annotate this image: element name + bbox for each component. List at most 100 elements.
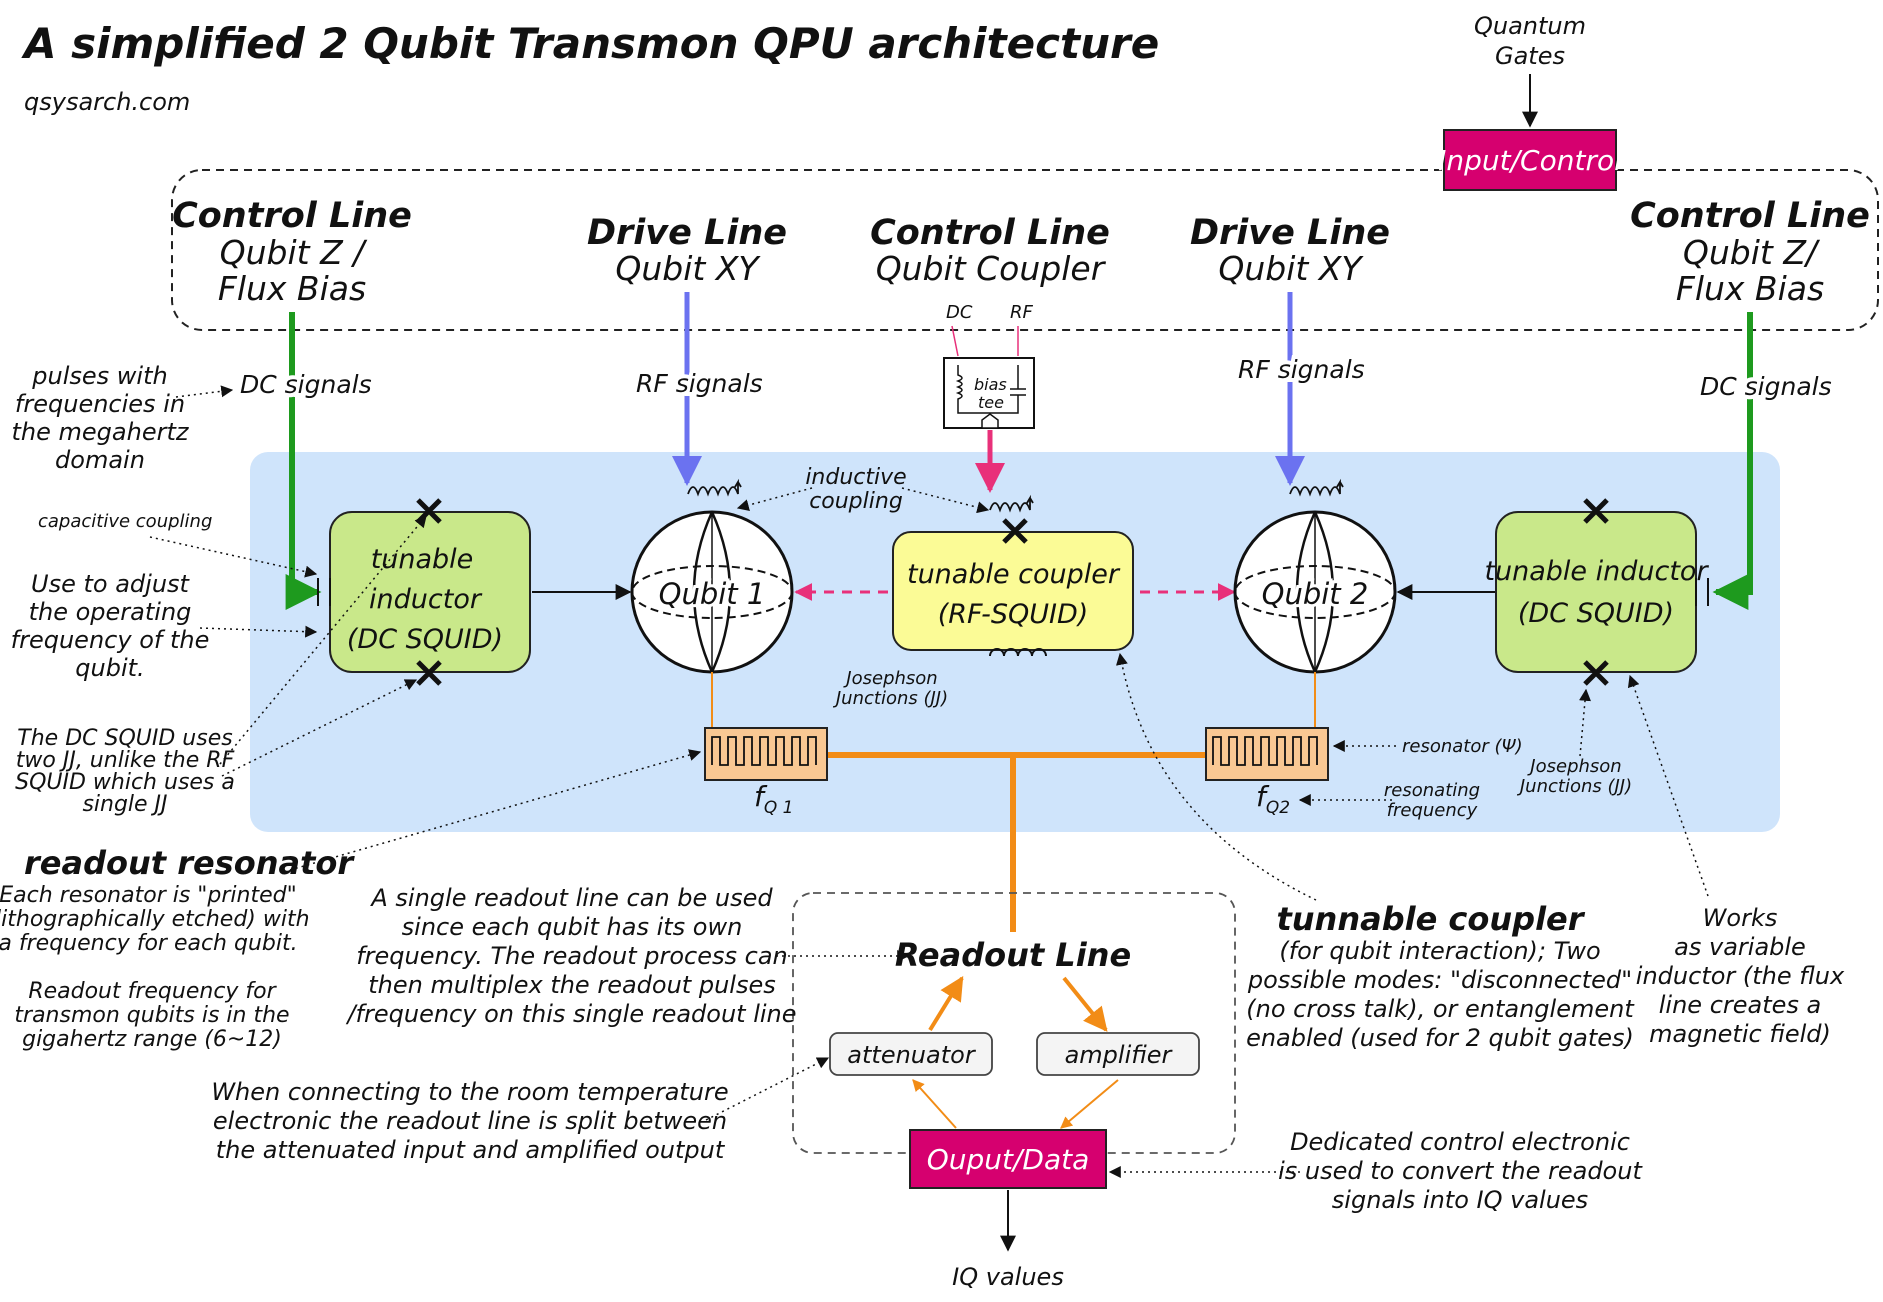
coupler-control-header-1: Qubit Coupler (876, 249, 1107, 288)
tunable-coupler-line2: (RF-SQUID) (938, 599, 1089, 630)
coupler-control-header-bold: Control Line (870, 213, 1110, 253)
note-pulses-3: the megahertz (12, 418, 190, 446)
attenuator-label: attenuator (847, 1041, 977, 1069)
right-control-header-bold: Control Line (1630, 196, 1870, 236)
room-temp-pointer (705, 1057, 830, 1121)
attenuator-box[interactable] (829, 1032, 993, 1076)
note-tunnable-coupler-4: enabled (used for 2 qubit gates) (1246, 1024, 1634, 1052)
readout-resonator-pointer (289, 749, 702, 871)
bias-tee-label-1: bias (974, 375, 1007, 394)
freq-q1-sub: Q 1 (764, 798, 794, 818)
note-dcsquid-4: single JJ (82, 792, 167, 817)
note-jj-right-1: Josephson (1527, 756, 1621, 777)
output-data-label: Ouput/Data (927, 1143, 1090, 1176)
note-readout-resonator-3: a frequency for each qubit. (0, 931, 298, 956)
note-variable-inductor-5: magnetic field) (1649, 1020, 1831, 1048)
inductive-pointer-left (736, 487, 813, 511)
quantum-gates-label-1: Quantum (1474, 12, 1586, 40)
inductive-pointer-right (901, 487, 990, 514)
left-control-header-2: Flux Bias (218, 269, 366, 308)
freq-q2-sub: Q2 (1266, 798, 1290, 818)
tunable-coupler-box[interactable] (892, 531, 1134, 651)
dc-small-label: DC (946, 302, 973, 323)
note-resonating-1: resonating (1384, 780, 1480, 801)
right-control-header-2: Flux Bias (1676, 269, 1824, 308)
note-dcsquid-3: SQUID which uses a (15, 770, 235, 795)
note-adjust-3: frequency of the (11, 626, 210, 654)
note-room-temp-2: electronic the readout line is split bet… (213, 1107, 727, 1135)
amplifier-box[interactable] (1036, 1032, 1200, 1076)
page-title: A simplified 2 Qubit Transmon QPU archit… (21, 19, 1159, 68)
qubit-2-label: Qubit 2 (1262, 577, 1369, 611)
note-readout-freq-2: transmon qubits is in the (14, 1003, 289, 1028)
site-url: qsysarch.com (24, 88, 190, 116)
attenuator-to-readout-arrow (928, 975, 964, 1032)
dcsquid-pointer-bottom (221, 679, 418, 777)
resonator-q1-meander-icon (711, 736, 817, 766)
note-readout-resonator-1: Each resonator is "printed" (0, 883, 297, 908)
qubit-1-label: Qubit 1 (659, 577, 766, 611)
rf-signals-1: RF signals (636, 369, 763, 398)
dc-small-arrow (951, 325, 959, 357)
note-dedicated-1: Dedicated control electronic (1290, 1128, 1630, 1156)
jj-right-bottom-icon (1583, 660, 1609, 686)
note-resonator: resonator (Ψ) (1402, 736, 1523, 757)
note-jj-center-1: Josephson (843, 668, 937, 689)
capacitive-pointer (149, 536, 318, 578)
right-control-header-1: Qubit Z/ (1683, 233, 1821, 272)
note-variable-inductor-1: Works (1703, 904, 1778, 932)
note-readout-freq-3: gigahertz range (6~12) (22, 1027, 282, 1052)
left-control-header-bold: Control Line (172, 196, 412, 236)
tunable-inductor-left-line1: tunable (371, 544, 474, 575)
note-variable-inductor-4: line creates a (1659, 991, 1822, 1019)
iq-values-label: IQ values (952, 1263, 1064, 1291)
tunable-inductor-right[interactable] (1495, 511, 1697, 673)
drive1-header-1: Qubit XY (615, 249, 761, 288)
note-room-temp-3: the attenuated input and amplified outpu… (216, 1136, 726, 1164)
input-control-label: Input/Control (1438, 144, 1622, 177)
note-room-temp-1: When connecting to the room temperature (211, 1078, 728, 1106)
jj-coupler-icon (1002, 518, 1028, 544)
note-single-readout-1: A single readout line can be used (369, 884, 773, 912)
note-single-readout-5: /frequency on this single readout line (345, 1000, 796, 1028)
note-tunnable-coupler-3: (no cross talk), or entanglement (1246, 995, 1635, 1023)
note-inductive-2: coupling (809, 489, 903, 514)
note-capacitive: capacitive coupling (38, 511, 212, 532)
bias-tee-label-2: tee (978, 393, 1004, 412)
note-dcsquid-2: two JJ, unlike the RF (16, 748, 235, 773)
note-tunnable-coupler-1: (for qubit interaction); Two (1279, 937, 1600, 965)
drive2-header-bold: Drive Line (1190, 213, 1390, 253)
note-resonating-2: frequency (1387, 800, 1478, 821)
note-variable-inductor-2: as variable (1674, 933, 1806, 961)
dc-signals-left: DC signals (240, 370, 372, 399)
jj-right-top-icon (1583, 498, 1609, 524)
right-flux-line (1712, 312, 1753, 610)
note-adjust-2: the operating (29, 598, 192, 626)
output-data-box[interactable] (909, 1129, 1107, 1189)
drive1-header-bold: Drive Line (587, 213, 787, 253)
control-lines-container (171, 169, 1879, 331)
inductive-coil-coupler (989, 494, 1034, 513)
note-pulses-2: frequencies in (15, 390, 185, 418)
tunable-inductor-left-line2: inductor (369, 584, 483, 615)
note-single-readout-4: then multiplex the readout pulses (368, 971, 775, 999)
note-readout-resonator-2: (lithographically etched) with (0, 907, 310, 932)
input-control-box[interactable] (1443, 129, 1617, 191)
dc-signals-right: DC signals (1700, 372, 1832, 401)
rf-small-label: RF (1010, 302, 1034, 323)
note-pulses-4: domain (55, 446, 145, 474)
inductive-coil-1 (687, 478, 742, 497)
coupler-inductor-icon (989, 648, 1047, 657)
tunable-inductor-right-line2: (DC SQUID) (1518, 598, 1674, 629)
left-control-header-1: Qubit Z / (220, 233, 369, 272)
bias-tee-port (981, 413, 999, 429)
resonator-q2-meander-icon (1212, 736, 1318, 766)
rf-signals-2: RF signals (1238, 355, 1365, 384)
note-jj-right-2: Junctions (JJ) (1517, 776, 1632, 797)
adjust-pointer (199, 625, 318, 638)
note-dedicated-3: signals into IQ values (1332, 1186, 1588, 1214)
note-dcsquid-1: The DC SQUID uses (17, 726, 232, 751)
quantum-gates-label-2: Gates (1495, 42, 1565, 70)
readout-line-label: Readout Line (895, 936, 1131, 974)
jj-right-pointer (1579, 688, 1591, 757)
